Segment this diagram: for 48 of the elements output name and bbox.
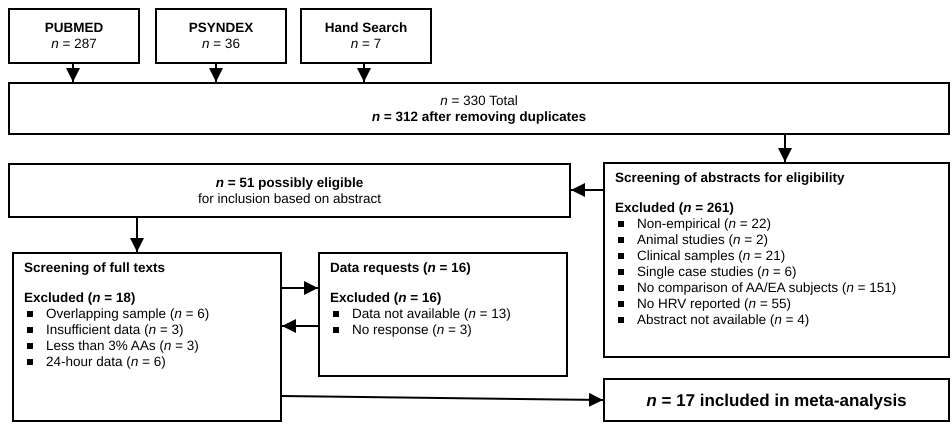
node-text: for inclusion based on abstract [198, 190, 382, 206]
list-item: Non-empirical (n = 22) [615, 216, 938, 232]
section-heading: Screening of abstracts for eligibility [615, 170, 846, 186]
node-title: n = 17 included in meta-analysis [646, 390, 907, 410]
arrow [130, 218, 144, 252]
list-item: Data not available (n = 13) [330, 306, 556, 322]
process-box [603, 162, 950, 358]
node-title: PSYNDEX [188, 20, 254, 36]
section-heading: Screening of full texts [24, 260, 166, 276]
list-item: No response (n = 3) [330, 322, 556, 338]
arrow [571, 183, 603, 197]
process-box [300, 8, 432, 64]
process-box [8, 82, 950, 135]
list-item: No HRV reported (n = 55) [615, 296, 938, 312]
list-item: Insufficient data (n = 3) [24, 322, 270, 338]
arrow [282, 392, 604, 407]
list-item: Abstract not available (n = 4) [615, 312, 938, 328]
list-item: Less than 3% AAs (n = 3) [24, 338, 270, 354]
node-title: n = 51 possibly eligible [216, 174, 364, 190]
arrow [282, 281, 318, 295]
process-box [8, 163, 571, 218]
node-title: PUBMED [44, 20, 104, 36]
list-item: 24-hour data (n = 6) [24, 354, 270, 370]
node-text: n = 312 after removing duplicates [372, 108, 586, 124]
list-item: No comparison of AA/EA subjects (n = 151) [615, 280, 938, 296]
excluded-heading: Excluded (n = 261) [615, 200, 735, 216]
list-item: Clinical samples (n = 21) [615, 248, 938, 264]
process-box [12, 252, 282, 422]
node-title: Hand Search [324, 20, 408, 36]
list-item: Single case studies (n = 6) [615, 264, 938, 280]
process-box [318, 252, 568, 377]
arrow [209, 64, 223, 82]
excluded-heading: Excluded (n = 18) [24, 290, 136, 306]
excluded-heading: Excluded (n = 16) [330, 290, 442, 306]
node-text: n = 287 [51, 36, 97, 52]
section-heading: Data requests (n = 16) [330, 260, 472, 276]
list-item: Animal studies (n = 2) [615, 232, 938, 248]
node-text: n = 36 [202, 36, 240, 52]
list-item: Overlapping sample (n = 6) [24, 306, 270, 322]
arrow [778, 135, 792, 162]
arrow [66, 64, 80, 82]
node-text: n = 7 [350, 36, 382, 52]
process-box [8, 8, 140, 64]
arrow [357, 64, 371, 82]
process-box [603, 378, 950, 422]
node-title: n = 330 Total [440, 92, 518, 108]
arrow [282, 319, 318, 333]
process-box [155, 8, 287, 64]
